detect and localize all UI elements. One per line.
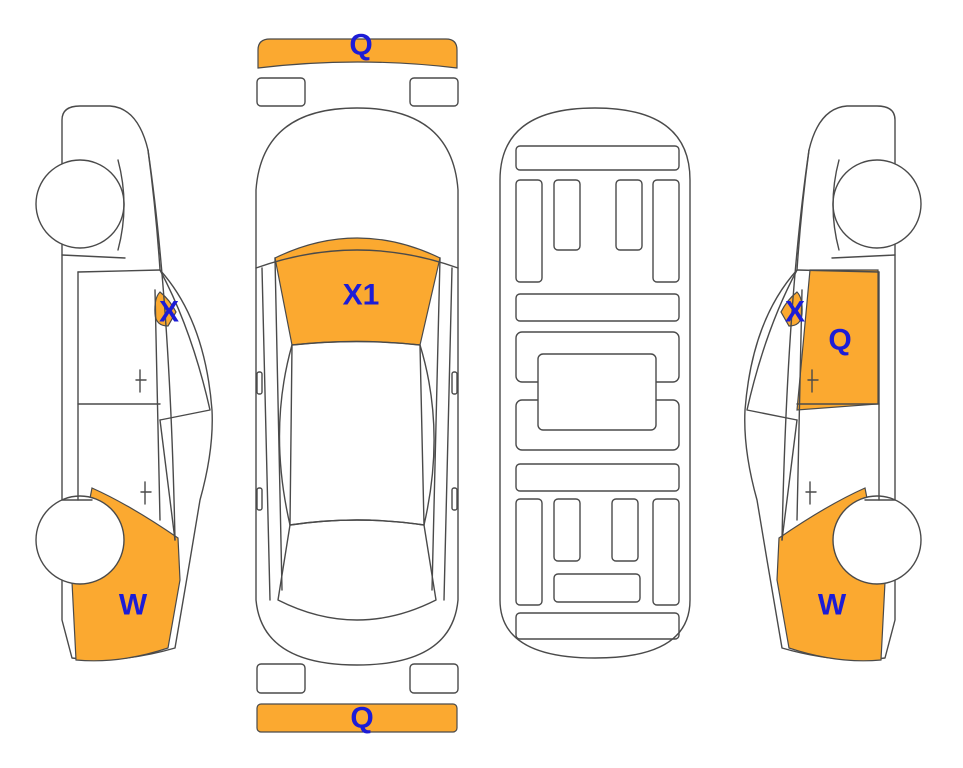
left-front-wheel-arch xyxy=(117,159,125,251)
underside-outline xyxy=(499,107,691,659)
right-door-line-4 xyxy=(796,289,803,521)
underside-center-panel xyxy=(537,353,657,431)
right-pillar-line xyxy=(443,267,453,601)
underside-panel-2 xyxy=(515,179,543,283)
underside-panel-3 xyxy=(553,179,581,251)
left-window-line xyxy=(159,269,211,421)
left-pillar-inner xyxy=(274,257,283,591)
right-door-line-6 xyxy=(831,254,896,259)
left-front-wheel xyxy=(35,159,125,249)
front-right-headlight xyxy=(409,77,459,107)
underside-panel-5 xyxy=(652,179,680,283)
right-quarter-window-label: X xyxy=(785,296,805,329)
front-bumper-damage[interactable] xyxy=(257,38,458,69)
left-door-line-5 xyxy=(159,419,176,541)
left-rear-wheel xyxy=(35,495,125,585)
left-pillar-line xyxy=(261,267,271,601)
rear-left-taillight xyxy=(256,663,306,694)
right-body-outline xyxy=(744,105,896,661)
right-pillar-inner xyxy=(431,257,441,591)
left-roof-line xyxy=(147,149,176,541)
right-roof-line xyxy=(781,149,810,541)
rear-window xyxy=(277,519,437,621)
top-body-outline xyxy=(255,107,459,666)
right-door-line-1 xyxy=(796,269,880,273)
left-door-handle-2 xyxy=(140,481,152,505)
underside-panel-4 xyxy=(615,179,643,251)
underside-panel-11 xyxy=(553,498,581,562)
car-right-side-view xyxy=(744,105,922,662)
left-front-mirror xyxy=(256,371,263,395)
rear-bumper-label: Q xyxy=(350,702,373,735)
underside-panel-10 xyxy=(515,498,543,606)
right-rear-wheel xyxy=(832,495,922,585)
hood-line xyxy=(255,249,459,269)
underside-panel-1 xyxy=(515,145,680,171)
underside-panel-14 xyxy=(553,573,641,603)
front-left-headlight xyxy=(256,77,306,107)
left-rear-fender-label: W xyxy=(119,589,148,622)
right-door-handle-2 xyxy=(805,481,817,505)
left-rear-handle xyxy=(256,487,263,511)
rear-right-taillight xyxy=(409,663,459,694)
right-front-wheel-arch xyxy=(832,159,840,251)
right-rear-handle xyxy=(451,487,458,511)
roof-outline xyxy=(289,340,425,526)
front-bumper-view xyxy=(256,38,459,107)
left-door-handle-1 xyxy=(135,369,147,393)
underside-panel-6 xyxy=(515,293,680,322)
rear-bumper-damage[interactable] xyxy=(256,703,458,733)
left-window-curve xyxy=(278,344,293,526)
front-bumper-label: Q xyxy=(349,29,372,62)
underside-panel-9 xyxy=(515,463,680,492)
rear-bumper-view xyxy=(256,663,459,733)
left-door-line-6 xyxy=(61,254,126,259)
right-door-line-5 xyxy=(781,419,798,541)
left-door-line-1 xyxy=(77,269,161,273)
car-top-view xyxy=(255,107,459,666)
underside-panel-15 xyxy=(515,612,680,640)
left-body-outline xyxy=(61,105,213,661)
right-rear-fender-label: W xyxy=(818,589,847,622)
left-door-line-4 xyxy=(154,289,161,521)
underside-panel-13 xyxy=(652,498,680,606)
right-window-curve xyxy=(419,344,435,526)
right-front-wheel xyxy=(832,159,922,249)
left-quarter-window-label: X xyxy=(159,296,179,329)
right-door-handle-1 xyxy=(807,369,819,393)
right-window-line xyxy=(746,269,798,421)
car-left-side-view xyxy=(35,105,213,662)
car-underside-view xyxy=(499,107,691,659)
windshield-label: X1 xyxy=(343,279,380,312)
damage-labels: Q Q X1 X W X Q W xyxy=(119,29,852,735)
right-rear-door-label: Q xyxy=(828,324,851,357)
underside-panel-12 xyxy=(611,498,639,562)
right-front-mirror xyxy=(451,371,458,395)
